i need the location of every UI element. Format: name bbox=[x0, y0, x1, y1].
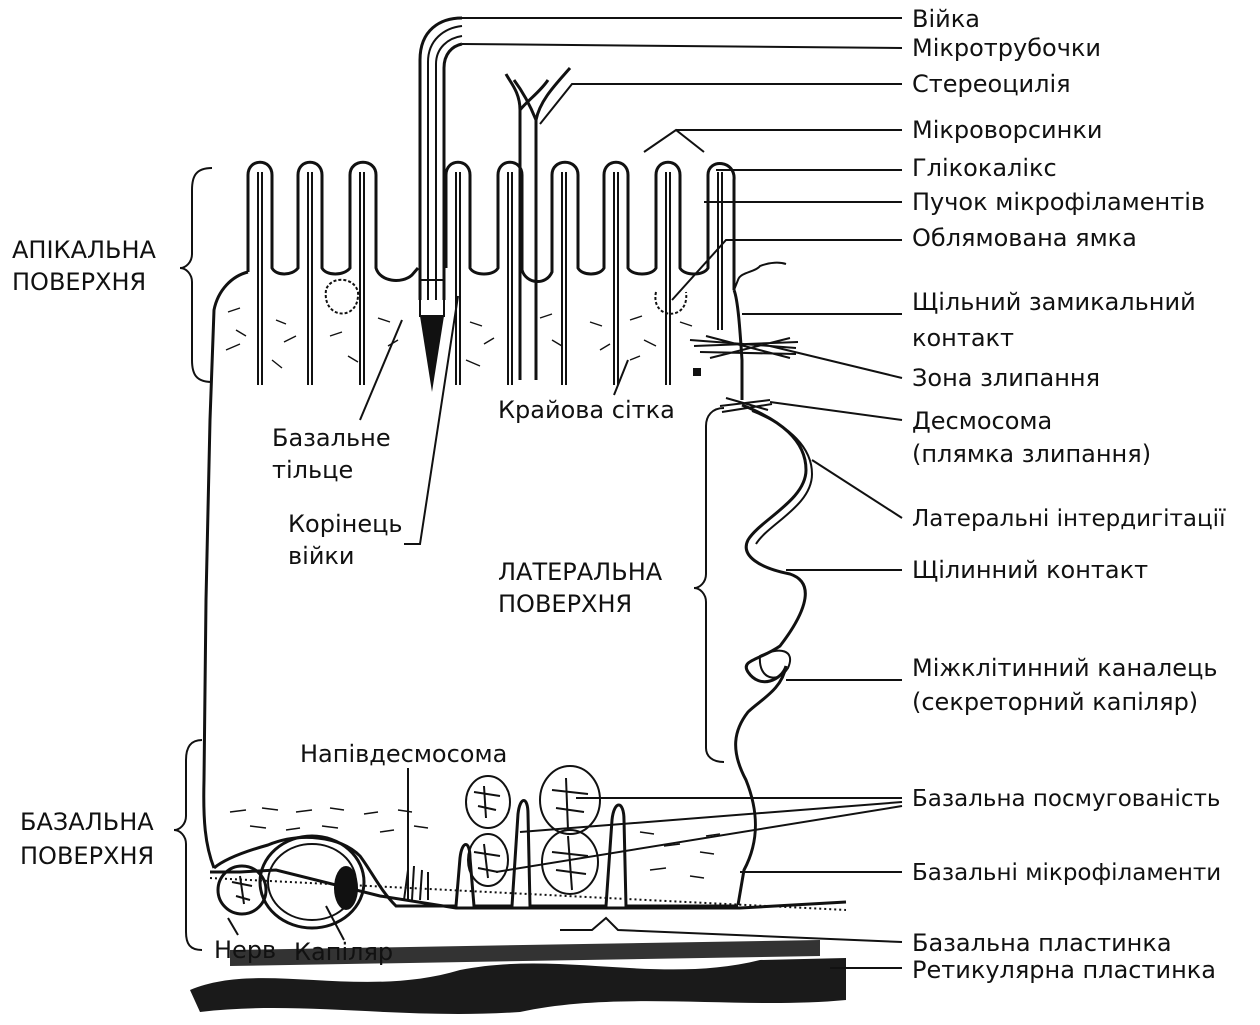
label-basal-body-line1: Базальне bbox=[272, 424, 391, 452]
label-canaliculus-line1: Міжклітинний каналець bbox=[912, 654, 1217, 682]
label-cilium-root-line2: війки bbox=[288, 542, 355, 570]
label-microtubules: Мікротрубочки bbox=[912, 34, 1101, 62]
label-basal-lamina: Базальна пластинка bbox=[912, 929, 1172, 957]
label-reticular-lamina: Ретикулярна пластинка bbox=[912, 956, 1216, 984]
label-cilium: Війка bbox=[912, 5, 980, 33]
label-lateral-interdigitations: Латеральні інтердигітації bbox=[912, 506, 1226, 532]
left-labels: АПІКАЛЬНА ПОВЕРХНЯ БАЗАЛЬНА ПОВЕРХНЯ bbox=[12, 236, 157, 870]
label-canaliculus-line2: (секреторний капіляр) bbox=[912, 688, 1198, 716]
label-glycocalyx: Глікокалікс bbox=[912, 154, 1057, 182]
inner-labels: Базальне тільце Корінець війки Крайова с… bbox=[214, 396, 675, 966]
label-microfilament-bundle: Пучок мікрофіламентів bbox=[912, 188, 1205, 216]
label-tight-junction-line1: Щільний замикальний bbox=[912, 288, 1196, 316]
label-capillary: Капіляр bbox=[294, 938, 393, 966]
label-basal-surface-line1: БАЗАЛЬНА bbox=[20, 808, 154, 836]
label-stereocilia: Стереоцилія bbox=[912, 70, 1071, 98]
label-gap-junction: Щілинний контакт bbox=[912, 556, 1148, 584]
right-labels: Війка Мікротрубочки Стереоцилія Мікровор… bbox=[912, 5, 1226, 984]
label-terminal-web: Крайова сітка bbox=[498, 396, 675, 424]
label-apical-line1: АПІКАЛЬНА bbox=[12, 236, 157, 264]
label-hemidesmosome: Напівдесмосома bbox=[300, 740, 507, 768]
label-desmosome-line1: Десмосома bbox=[912, 407, 1052, 435]
label-basal-microfilaments: Базальні мікрофіламенти bbox=[912, 860, 1221, 886]
label-basal-surface-line2: ПОВЕРХНЯ bbox=[20, 842, 154, 870]
label-adherens-zone: Зона злипання bbox=[912, 364, 1100, 392]
label-tight-junction-line2: контакт bbox=[912, 324, 1014, 352]
label-apical-line2: ПОВЕРХНЯ bbox=[12, 268, 146, 296]
label-lateral-line2: ПОВЕРХНЯ bbox=[498, 590, 632, 618]
label-nerve: Нерв bbox=[214, 936, 276, 964]
label-microvilli: Мікроворсинки bbox=[912, 116, 1102, 144]
label-desmosome-line2: (плямка злипання) bbox=[912, 440, 1151, 468]
leader-lines bbox=[228, 18, 902, 968]
label-cilium-root-line1: Корінець bbox=[288, 510, 403, 538]
label-basal-striation: Базальна посмугованість bbox=[912, 786, 1220, 812]
label-basal-body-line2: тільце bbox=[272, 456, 353, 484]
label-coated-pit: Облямована ямка bbox=[912, 224, 1137, 252]
label-lateral-line1: ЛАТЕРАЛЬНА bbox=[498, 558, 663, 586]
